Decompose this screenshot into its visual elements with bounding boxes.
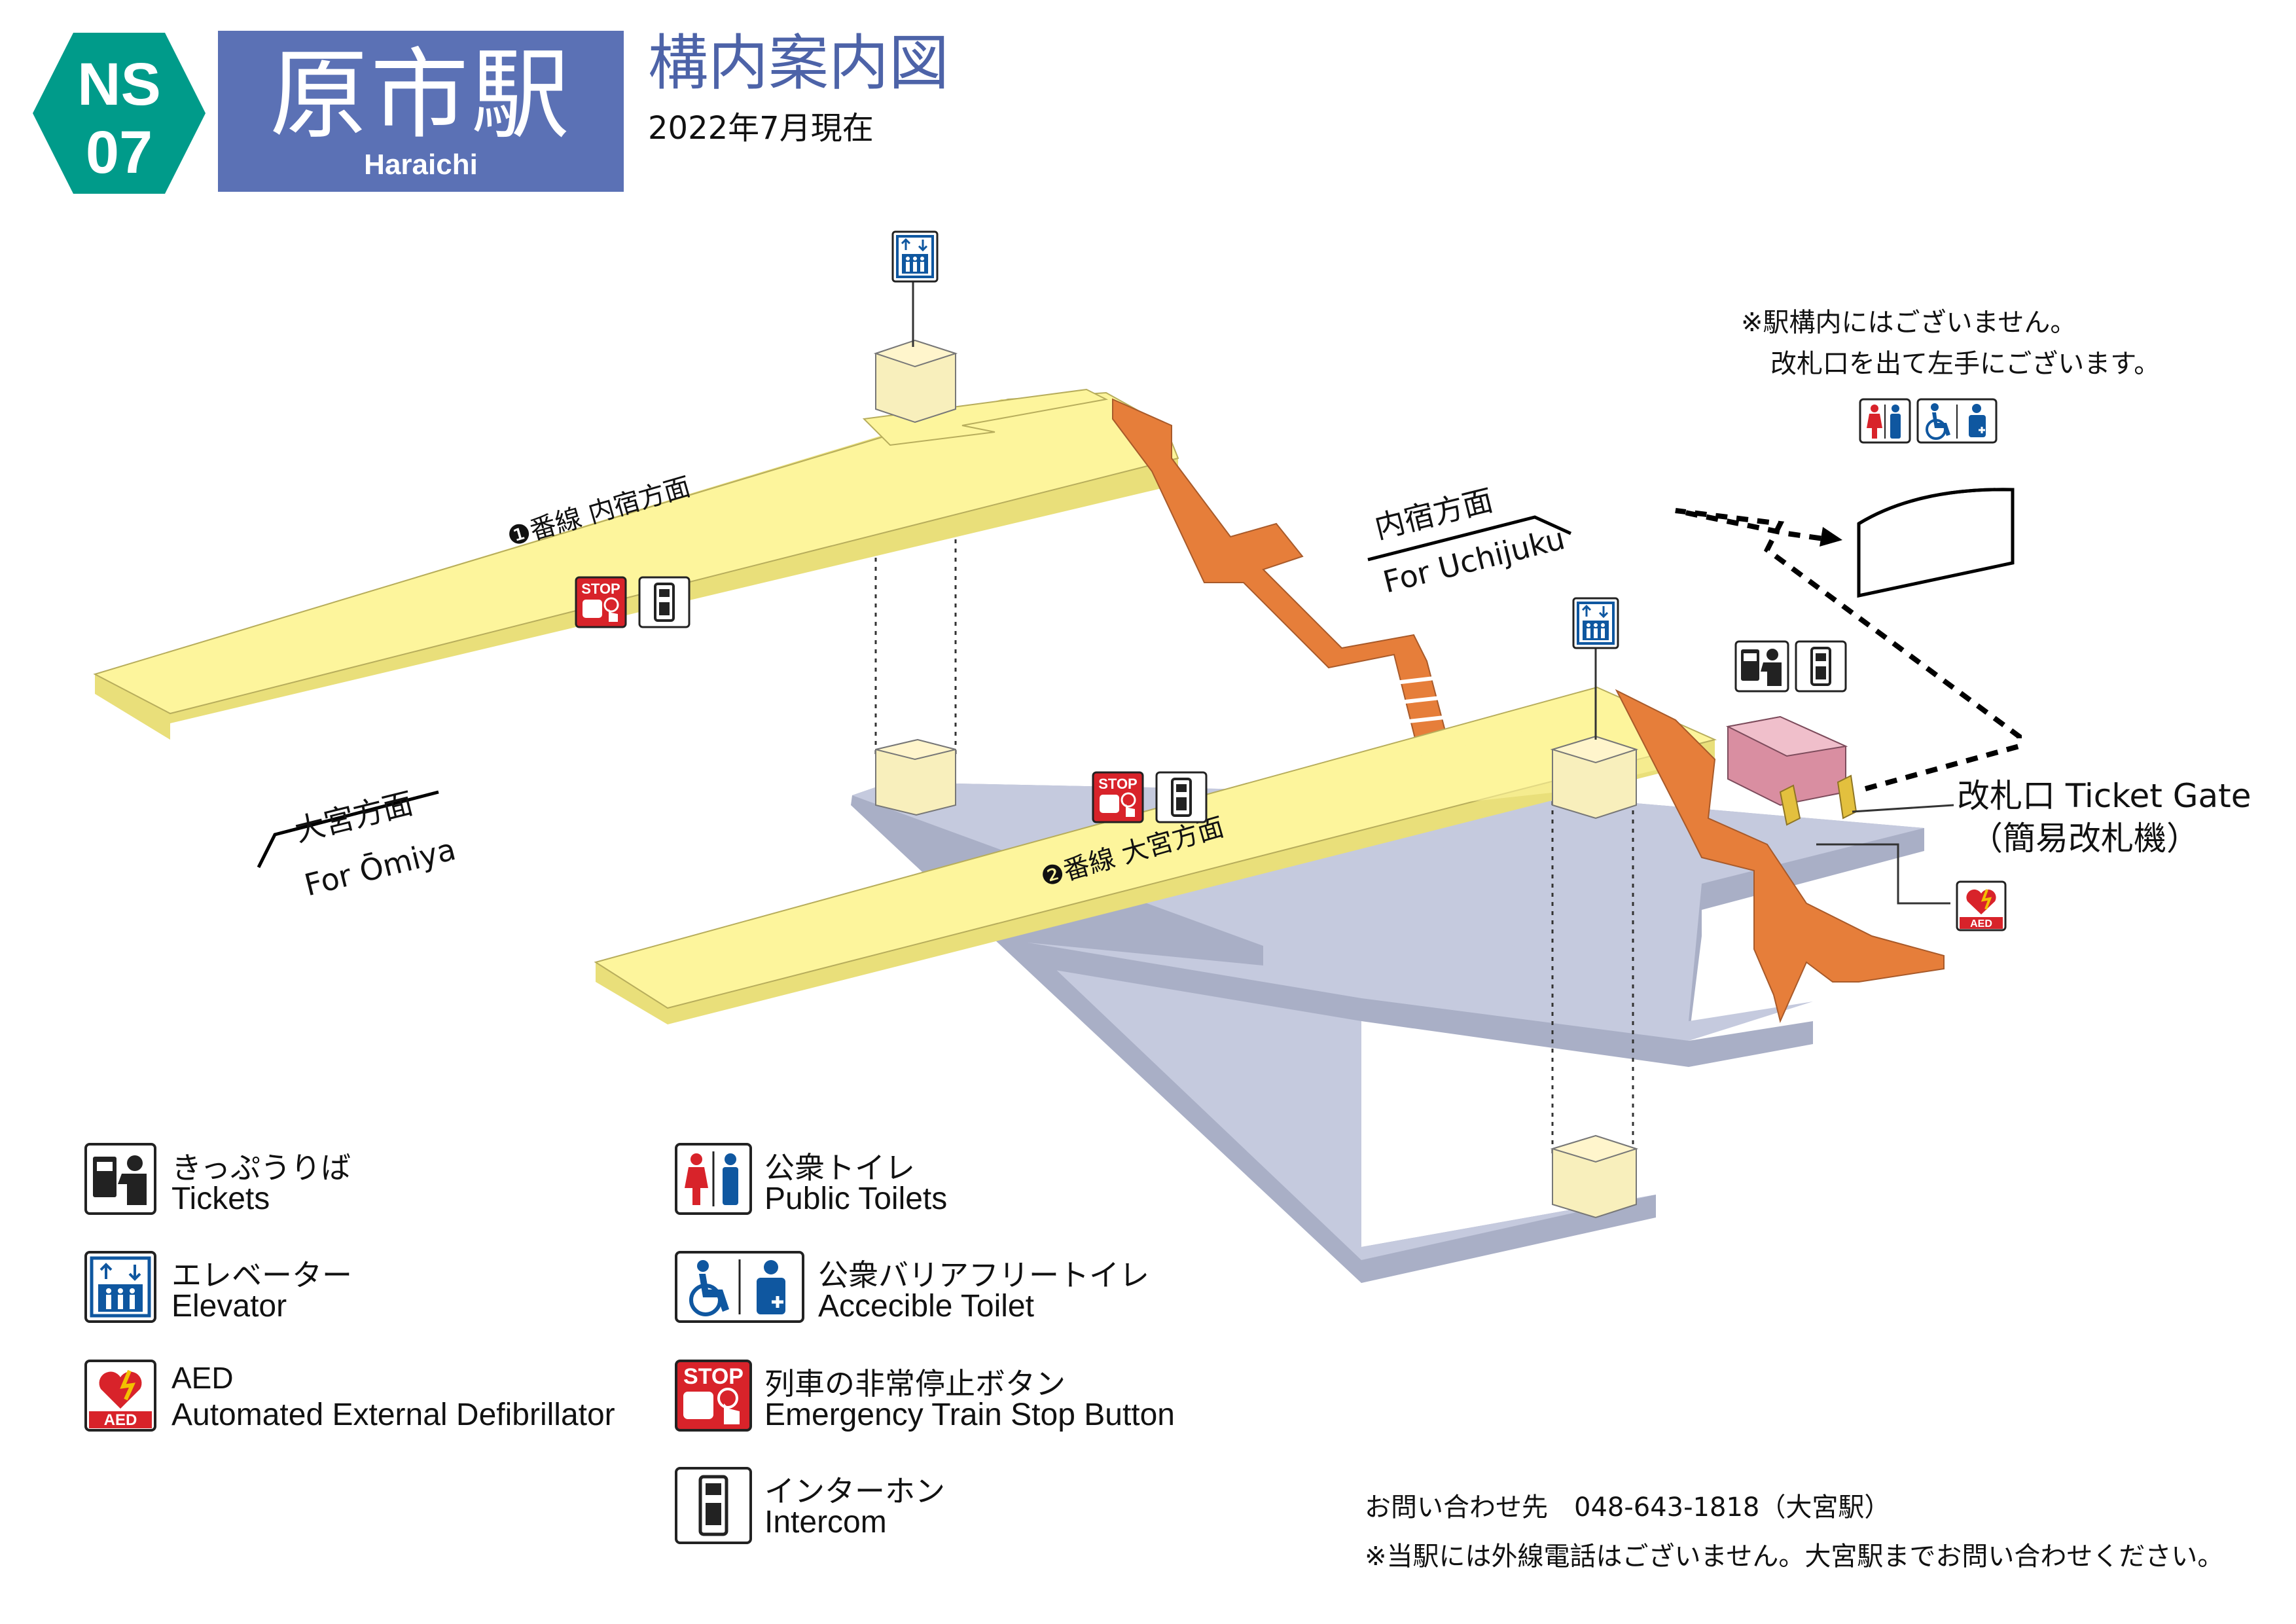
legend-aed-icon: AED — [84, 1360, 156, 1432]
station-name-en: Haraichi — [364, 149, 478, 181]
svg-text:STOP: STOP — [581, 581, 620, 597]
elevator-shafts — [874, 530, 1634, 1159]
station-name-box: 原市駅 Haraichi — [218, 31, 624, 192]
svg-text:STOP: STOP — [683, 1364, 744, 1389]
aed-icon: AED — [1956, 880, 2007, 931]
toilet-building — [1857, 488, 2015, 598]
elevator-lower — [875, 738, 956, 816]
legend-accessible-toilet-icon — [675, 1251, 804, 1323]
intercom-icon — [638, 576, 691, 628]
platform-1 — [93, 388, 1179, 740]
toilet-route-arrow — [1820, 527, 1842, 547]
station-name-jp: 原市駅 — [269, 39, 572, 153]
svg-text:STOP: STOP — [1098, 776, 1138, 792]
accessible-toilet-icon — [1916, 398, 1998, 444]
omiya-arrow — [257, 790, 439, 869]
emergency-stop-icon: STOP — [575, 576, 627, 628]
svg-text:AED: AED — [104, 1411, 137, 1429]
legend-toilet-icon — [675, 1143, 752, 1215]
intercom-icon — [1155, 771, 1208, 823]
elevator-icon — [891, 230, 939, 283]
ticket-icon — [1734, 640, 1789, 693]
elevator-upper — [873, 339, 958, 424]
uchijuku-arrow — [1367, 515, 1572, 562]
line-badge: NS 07 — [33, 33, 206, 194]
elevator-platform2 — [1550, 735, 1639, 820]
page-title: 構内案内図 — [648, 28, 950, 98]
gate-pointer — [1852, 804, 1954, 813]
legend-intercom-icon — [675, 1467, 752, 1544]
svg-text:AED: AED — [1970, 918, 1992, 929]
legend-elevator-icon — [84, 1251, 156, 1323]
toilet-note-2: 改札口を出て左手にございます。 — [1770, 349, 2161, 379]
station-number: 07 — [86, 119, 152, 186]
stairs-right — [1615, 689, 1945, 1024]
contact-info: お問い合わせ先 048-643-1818（大宮駅） — [1365, 1492, 1891, 1523]
line-code: NS — [77, 51, 161, 118]
toilet-note-1: ※駅構内にはございません。 — [1741, 308, 2077, 338]
emergency-stop-icon: STOP — [1092, 771, 1144, 823]
toilet-route — [1675, 508, 2022, 791]
contact-note: ※当駅には外線電話はございません。大宮駅までお問い合わせください。 — [1365, 1542, 2224, 1572]
ticket-gate-label: 改札口 Ticket Gate — [1957, 777, 2251, 815]
aed-pointer — [1816, 843, 1950, 905]
legend-emergency-stop-icon: STOP — [675, 1360, 752, 1432]
intercom-icon — [1795, 640, 1847, 693]
ticket-gate-sub: （簡易改札機） — [1970, 820, 2199, 857]
toilet-icon — [1859, 398, 1911, 444]
elevator-bottom — [1550, 1134, 1639, 1219]
elevator-icon — [1572, 597, 1619, 649]
date-label: 2022年7月現在 — [648, 110, 874, 147]
legend-ticket-icon — [84, 1143, 156, 1215]
